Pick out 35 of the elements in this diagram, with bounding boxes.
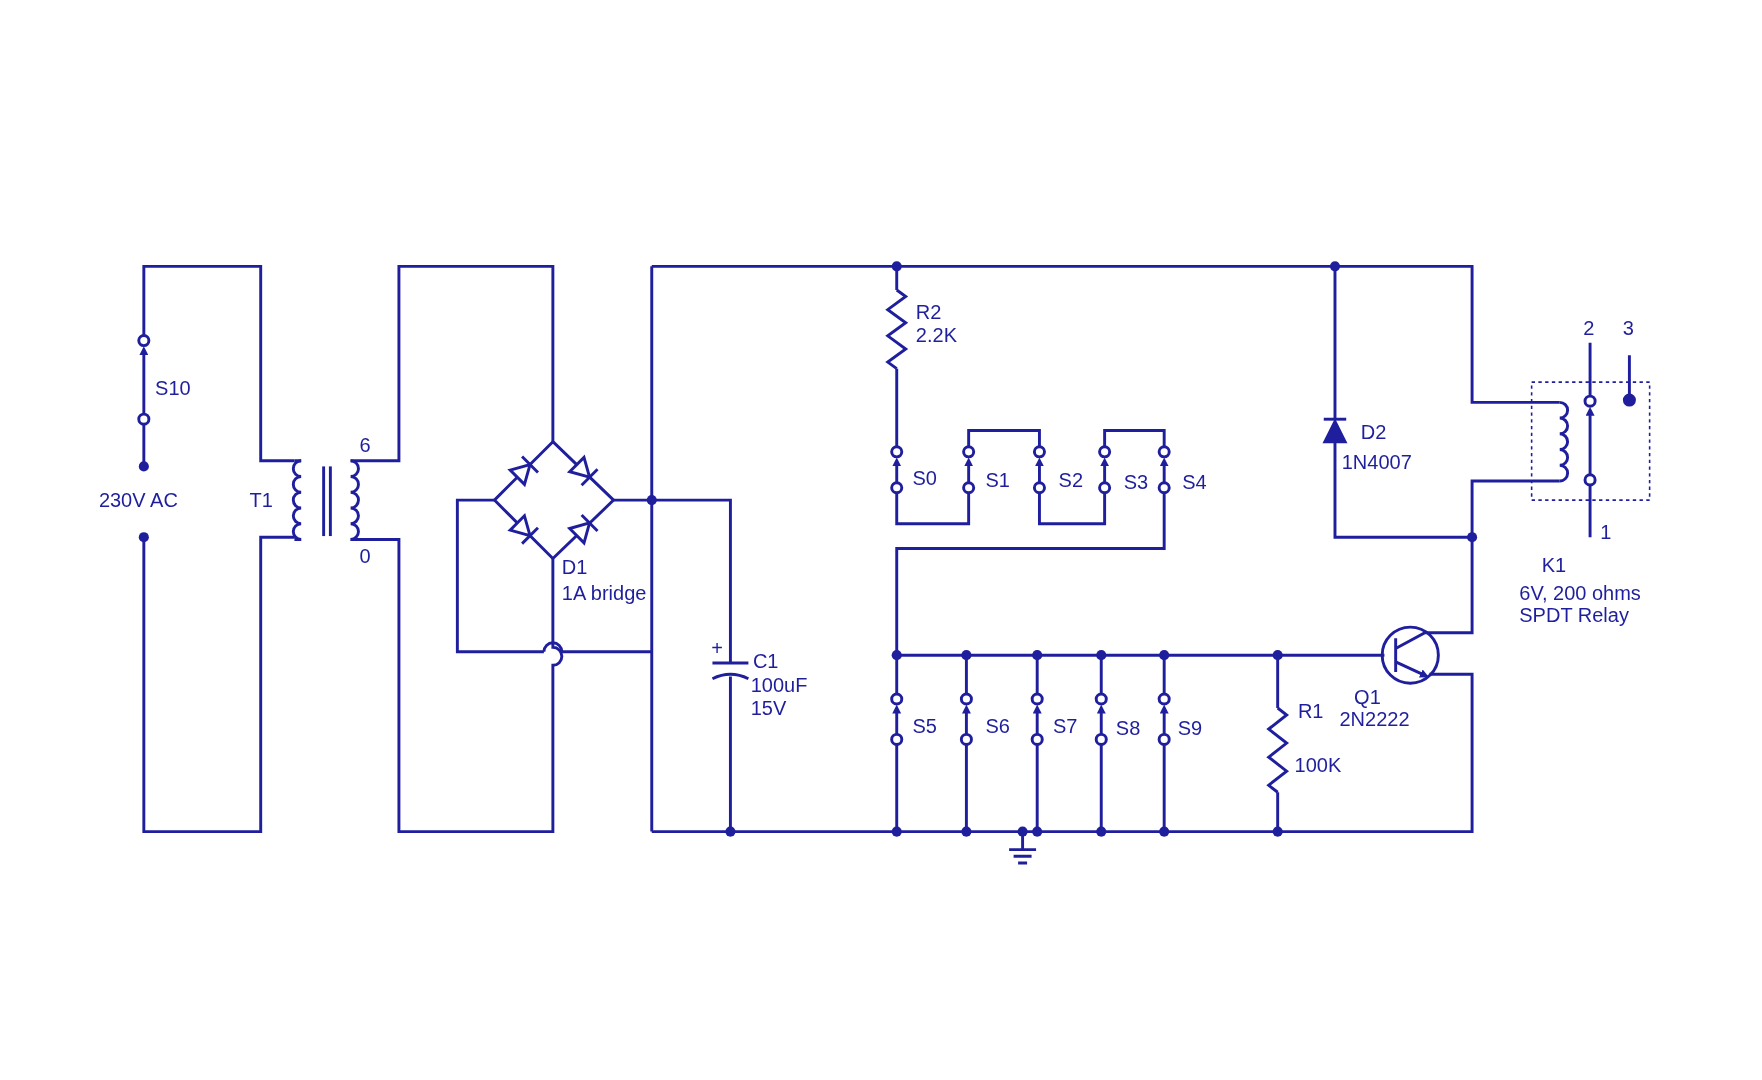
component-label: S4 — [1182, 472, 1207, 493]
component-label: D1 — [561, 557, 588, 578]
component-label: 6 — [359, 435, 371, 455]
component-label: 6V, 200 ohms — [1519, 583, 1641, 604]
component-label: 100uF — [750, 675, 808, 696]
component-label: K1 — [1541, 555, 1567, 576]
component-label: D2 — [1360, 421, 1387, 442]
component-label: 230V AC — [98, 490, 178, 511]
component-label: S6 — [985, 715, 1010, 736]
component-label: S1 — [985, 469, 1010, 490]
component-label: 2 — [1583, 318, 1595, 339]
component-label: S7 — [1052, 715, 1078, 736]
component-label: S5 — [912, 715, 937, 736]
component-label: + — [711, 638, 723, 659]
component-label: T1 — [249, 490, 273, 511]
component-label: S10 — [155, 377, 191, 398]
component-label: 0 — [359, 546, 371, 567]
component-label: 3 — [1622, 318, 1634, 339]
component-label: 1 — [1600, 521, 1612, 542]
component-label: 15V — [750, 697, 787, 718]
component-label: R2 — [915, 302, 942, 323]
component-label: S3 — [1123, 472, 1149, 493]
component-label: SPDT Relay — [1519, 604, 1629, 625]
component-label: 100K — [1294, 755, 1342, 776]
component-label: Q1 — [1354, 686, 1381, 707]
component-label: C1 — [752, 650, 779, 671]
component-label: 1A bridge — [561, 583, 647, 604]
component-label: 2.2K — [915, 324, 957, 345]
component-label: R1 — [1297, 701, 1324, 722]
component-label: S8 — [1115, 718, 1141, 739]
component-label: S0 — [912, 467, 937, 488]
component-label: 1N4007 — [1341, 451, 1412, 472]
component-label: 2N2222 — [1339, 709, 1410, 730]
component-label: S2 — [1058, 469, 1083, 490]
component-label: S9 — [1177, 718, 1203, 739]
